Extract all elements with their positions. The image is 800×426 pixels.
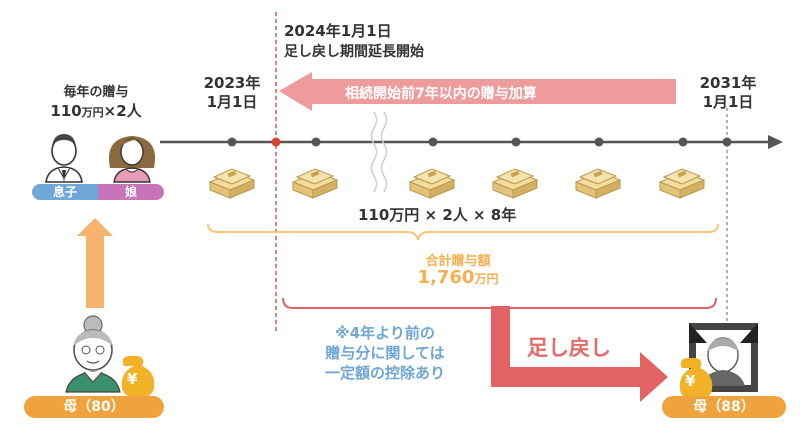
note-line3: 一定額の控除あり [324,364,445,382]
donor-mother-80-pill: 母（80） [24,396,164,418]
time-skip-marks [370,111,388,193]
total-gift-label: 合計贈与額 [425,254,491,269]
end-year: 2031年 [699,74,757,92]
end-date-label: 2031年 1月1日 [686,74,770,112]
gift-multiplier: ×2人 [103,102,142,120]
gift-unit: 万円 [81,106,104,119]
start-day: 1月1日 [206,93,258,111]
note-line2: 贈与分に関しては [325,344,445,362]
son-avatar [45,134,83,183]
timeline-dot [722,137,732,147]
timeline-dot-change [271,137,281,147]
annual-gift-line1: 毎年の贈与 [63,85,129,100]
yen-symbol-late: ¥ [685,372,696,390]
gift-formula: 110万円 × 2人 × 8年 [358,206,517,224]
change-date: 2024年1月1日 [284,22,392,40]
money-bag-icon-late [679,358,713,400]
deduction-note: ※4年より前の 贈与分に関しては 一定額の控除あり [300,323,470,383]
money-bag-icon [121,356,155,398]
addback-arrow [491,306,668,402]
note-line1: ※4年より前の [335,324,435,342]
start-year: 2023年 [203,74,261,92]
seven-year-banner-text: 相続開始前7年以内の贈与加算 [345,86,537,102]
seven-year-banner-arrow [279,72,676,111]
donor-mother-88-pill: 母（88） [662,396,786,418]
mother-80-avatar [65,315,121,393]
recipient-daughter-pill: 娘 [98,184,164,200]
annual-gift-label: 毎年の贈与 110万円×2人 [36,83,156,122]
daughter-avatar [108,136,156,183]
total-amount-value: 1,760 [417,267,475,288]
end-day: 1月1日 [702,93,754,111]
change-description: 足し戻し期間延長開始 [284,44,424,60]
total-bracket [207,223,719,241]
gift-up-arrow [77,218,113,308]
total-amount-unit: 万円 [474,272,499,286]
timeline-dot [311,137,321,147]
recipient-son-pill: 息子 [32,184,98,200]
gift-amount: 110 [50,102,82,120]
yen-symbol: ¥ [127,370,138,388]
start-date-label: 2023年 1月1日 [190,74,274,112]
timeline-dot [678,137,688,147]
timeline-arrowhead [768,135,783,149]
timeline-dot [511,137,521,147]
total-gift-amount: 1,760万円 [398,267,518,288]
addback-label: 足し戻し [527,336,611,360]
timeline-dot [227,137,237,147]
timeline-dot [594,137,604,147]
annual-gift-line2: 110万円×2人 [36,102,156,122]
timeline-dot [428,137,438,147]
money-stack-icons [208,168,705,199]
